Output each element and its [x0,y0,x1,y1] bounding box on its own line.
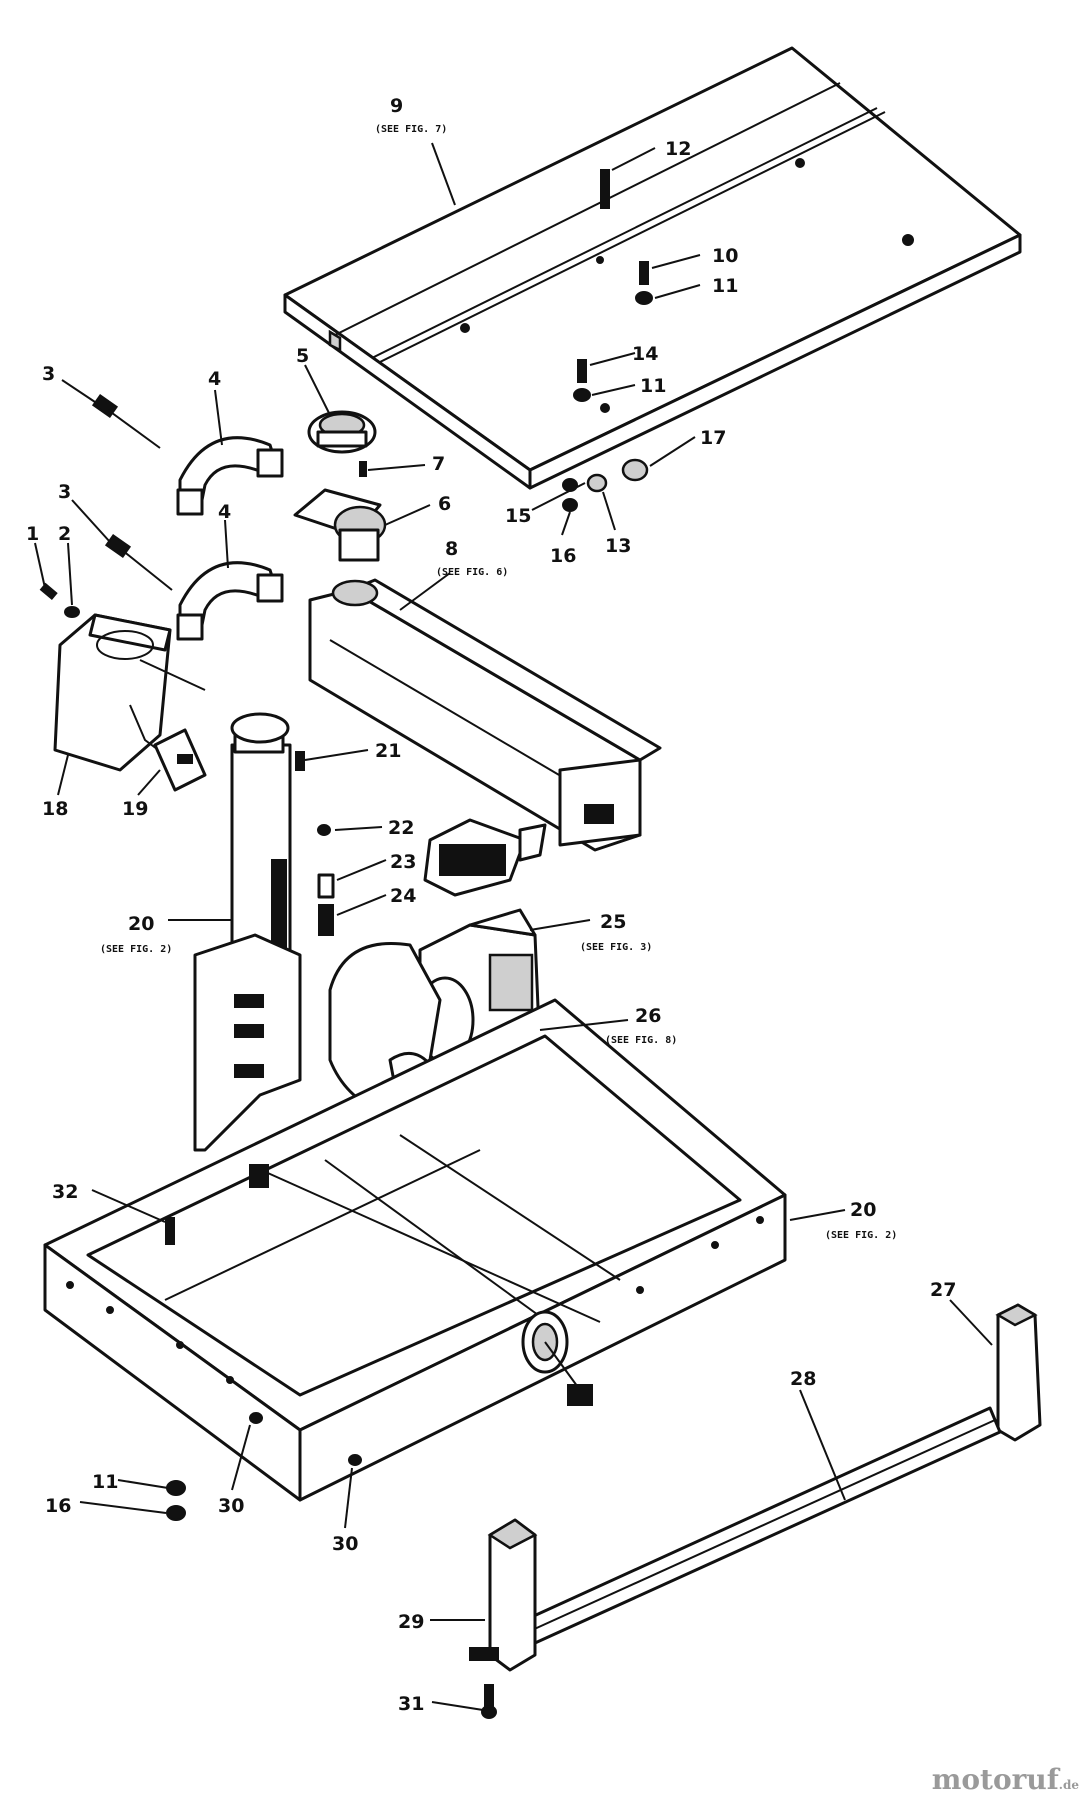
callout-15: 15 [505,505,531,527]
frame-hole-left [249,1412,263,1424]
base-washer [166,1480,186,1496]
callout-20-b-ref: (SEE FIG. 2) [825,1230,897,1241]
frame-hole-front [348,1454,362,1466]
callout-labels: 9 (SEE FIG. 7) 12 10 11 14 11 17 15 13 1… [26,95,956,1715]
callout-17: 17 [700,427,726,449]
gauge-screw [359,461,367,477]
callout-14: 14 [632,343,658,365]
column-screw [295,751,305,771]
callout-3-b: 3 [58,481,71,503]
callout-20-a: 20 [128,913,154,935]
callout-26: 26 [635,1005,661,1027]
callout-8: 8 [445,538,458,560]
callout-4-b: 4 [218,501,231,523]
column-spacer [317,873,335,899]
callout-6: 6 [438,493,451,515]
leg-bolt [484,1684,494,1708]
table-hardware [562,169,653,512]
callout-20-a-ref: (SEE FIG. 2) [100,944,172,955]
callout-2: 2 [58,523,71,545]
switch-screw [39,582,58,600]
callout-12: 12 [665,138,691,160]
callout-20-b: 20 [850,1199,876,1221]
switch-washer [64,606,80,618]
callout-16-b: 16 [45,1495,71,1517]
column-clamp-lower [176,561,284,641]
base-frame [43,998,787,1502]
radial-arm [308,578,662,852]
brand-suffix: .de [1058,1778,1079,1792]
callout-24: 24 [390,885,416,907]
yoke-carriage [423,818,547,897]
callout-31: 31 [398,1693,424,1715]
callout-9-ref: (SEE FIG. 7) [375,124,447,135]
callout-23: 23 [390,851,416,873]
table-top [283,46,1022,490]
frame-screw [165,1217,175,1245]
callout-8-ref: (SEE FIG. 6) [436,567,508,578]
leg-front [469,1518,538,1672]
callout-19: 19 [122,798,148,820]
callout-21: 21 [375,740,401,762]
bevel-gauge [307,410,377,454]
callout-9: 9 [390,95,403,117]
leg-rail [523,1406,1002,1645]
callout-10: 10 [712,245,738,267]
callout-26-ref: (SEE FIG. 8) [605,1035,677,1046]
column-clamp-upper [176,436,284,516]
callout-3-a: 3 [42,363,55,385]
switch-box [53,613,206,772]
callout-22: 22 [388,817,414,839]
brand-name: motoruf [931,1763,1059,1796]
column-base [193,933,302,1152]
callout-1: 1 [26,523,39,545]
callout-11-a: 11 [712,275,738,297]
brand-watermark: motoruf.de [932,1763,1079,1796]
callout-25: 25 [600,911,626,933]
clamp-bolt-lower-shaft [121,549,173,591]
callout-18: 18 [42,798,68,820]
leader-lines [34,142,993,1711]
callout-25-ref: (SEE FIG. 3) [580,942,652,953]
column-washer [317,824,331,836]
callout-29: 29 [398,1611,424,1633]
callout-13: 13 [605,535,631,557]
callout-32: 32 [52,1181,78,1203]
leg-rear [995,1303,1042,1442]
callout-7: 7 [432,453,445,475]
column-bolt [318,904,334,936]
callout-11-c: 11 [92,1471,118,1493]
callout-11-b: 11 [640,375,666,397]
callout-30-b: 30 [332,1533,358,1555]
base-nut [166,1505,186,1521]
callout-4-a: 4 [208,368,221,390]
callout-16-a: 16 [550,545,576,567]
callout-28: 28 [790,1368,816,1390]
callout-27: 27 [930,1279,956,1301]
callout-5: 5 [296,345,309,367]
column-tube [230,712,292,977]
clamp-bolt-upper-shaft [107,409,161,449]
power-plug [153,728,207,792]
leg-nut [481,1705,497,1719]
elevation-crank [521,1310,593,1406]
callout-30-a: 30 [218,1495,244,1517]
bearing-plate [293,488,387,562]
